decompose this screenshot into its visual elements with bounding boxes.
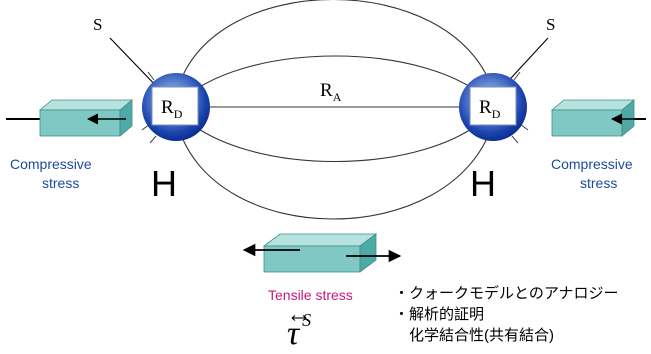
node-right-box <box>469 86 517 126</box>
bond-arc-inner-bottom <box>177 111 493 163</box>
svg-text:Compressive stress: Compressive stress <box>10 156 96 191</box>
block-right-front <box>551 109 623 137</box>
block-left-side <box>119 99 133 137</box>
block-left-top <box>38 99 134 111</box>
block-left-front <box>39 109 121 137</box>
note-line-3: 化学結合性(共有結合) <box>394 327 554 344</box>
tensile-block-top <box>262 233 378 247</box>
bond-label-letter: R <box>320 80 333 101</box>
atom-label-left: H <box>151 163 177 204</box>
bond-lines <box>177 0 493 220</box>
compressive-right-line2: stress <box>580 175 617 191</box>
tensor-superscript: S <box>302 310 311 330</box>
note-line-1: ・クォークモデルとのアナロジー <box>394 284 619 302</box>
node-right-subscript: D <box>492 107 501 121</box>
compressive-block-right <box>550 99 646 137</box>
node-left-box <box>151 86 199 126</box>
bond-arc-outer-top <box>177 0 493 89</box>
compressive-left-line1: Compressive <box>10 156 92 172</box>
s-label-right: S <box>546 15 555 34</box>
tensile-block-side <box>359 233 377 273</box>
svg-text:・クォークモデルとのアナロジー ・解析的証明: ・クォークモデルとのアナロジー ・解析的証明 化学結合性(共有結合) <box>394 284 623 344</box>
note-line-2: ・解析的証明 <box>394 306 484 323</box>
compressive-right-line1: Compressive <box>551 156 633 172</box>
bond-arc-outer-bottom <box>177 125 493 220</box>
svg-text:RD: RD <box>479 97 501 121</box>
svg-text:Compressive stress: Compressive stress <box>551 156 637 191</box>
block-right-side <box>621 99 635 137</box>
tensile-label: Tensile stress <box>268 287 353 303</box>
svg-text:RA: RA <box>320 80 342 104</box>
compressive-block-left <box>6 99 134 137</box>
compressive-left-line2: stress <box>42 175 79 191</box>
node-right: RD <box>459 73 527 141</box>
node-left: RD <box>142 73 210 141</box>
node-left-letter: R <box>161 97 174 118</box>
bond-label-subscript: A <box>333 90 342 104</box>
bond-arc-inner-top <box>177 55 493 105</box>
s-pointer-left <box>109 37 161 91</box>
svg-text:τS: τS <box>287 310 311 352</box>
svg-text:RD: RD <box>161 97 183 121</box>
block-right-top <box>550 99 636 111</box>
s-label-left: S <box>93 15 102 34</box>
node-left-subscript: D <box>174 107 183 121</box>
atom-label-right: H <box>470 163 496 204</box>
tensor-base: τ <box>287 315 301 352</box>
node-right-letter: R <box>479 97 492 118</box>
tensile-block <box>242 233 402 273</box>
